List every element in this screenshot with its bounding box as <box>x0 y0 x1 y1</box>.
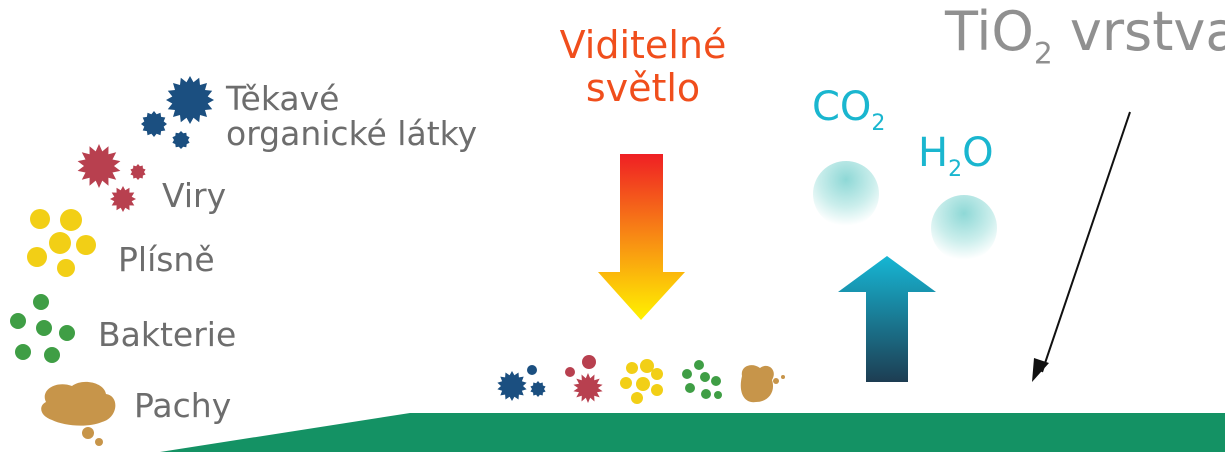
bacteria-icon <box>10 294 75 363</box>
visible-light-label: Viditelné světlo <box>553 24 733 109</box>
visible-light-line1: Viditelné <box>559 23 727 67</box>
voc-small-particle <box>172 131 190 149</box>
tio2-sub: 2 <box>1033 36 1053 72</box>
legend-mold-label: Plísně <box>118 240 215 279</box>
surface-virus <box>565 355 603 403</box>
co2-main: CO <box>812 84 872 130</box>
surface-voc <box>497 365 546 401</box>
tio2-main: TiO <box>945 0 1034 63</box>
legend-virus-label: Viry <box>162 176 227 215</box>
h2o-bubble <box>931 195 997 261</box>
surface-bacteria <box>682 360 722 399</box>
vir-small-particle <box>130 164 146 180</box>
s-vir-big-particle <box>573 373 603 403</box>
surface-mold <box>620 359 663 404</box>
tio2-layer-surface <box>160 413 1225 452</box>
legend-voc-line2: organické látky <box>226 113 478 153</box>
virus-icon <box>77 144 146 212</box>
vir-mid-particle <box>110 186 136 212</box>
co2-bubble <box>813 161 879 227</box>
legend-bacteria-label: Bakterie <box>98 315 237 354</box>
h2o-sub: 2 <box>948 156 963 182</box>
legend-voc-line1: Těkavé <box>226 79 340 118</box>
tio2-rest: vrstva <box>1052 0 1225 63</box>
voc-mid-particle <box>141 111 167 137</box>
h2o-h: H <box>918 130 949 176</box>
pointer-arrowhead <box>1032 358 1049 382</box>
legend-voc-label: Těkavé organické látky <box>226 79 478 153</box>
co2-sub: 2 <box>871 110 886 136</box>
co2-label: CO2 <box>812 84 885 136</box>
s-voc-big-particle <box>497 371 527 401</box>
h2o-o: O <box>962 130 994 176</box>
odor-icon <box>41 381 116 446</box>
pointer-line <box>1041 111 1131 373</box>
surface-odor <box>740 365 785 403</box>
mold-icon <box>27 209 96 277</box>
tio2-layer-title: TiO2 vrstva <box>945 0 1225 71</box>
voc-big-particle <box>166 76 214 124</box>
upward-arrow <box>838 256 936 382</box>
light-arrow <box>598 154 685 320</box>
visible-light-line2: světlo <box>585 65 701 110</box>
legend-odor-label: Pachy <box>134 386 232 425</box>
h2o-label: H2O <box>918 130 994 182</box>
vir-big-particle <box>77 144 121 188</box>
s-voc-small-particle <box>530 381 546 397</box>
voc-icon <box>141 76 214 149</box>
